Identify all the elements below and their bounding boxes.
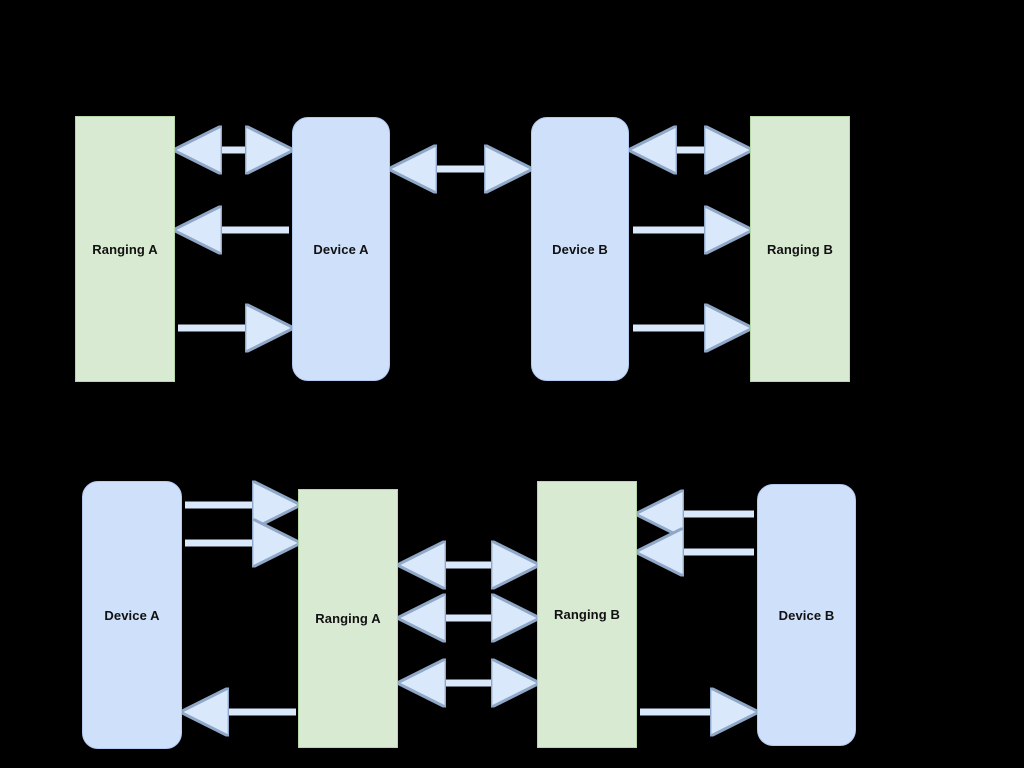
node-label-top-ranging-b: Ranging B (767, 241, 833, 257)
node-top-device-a[interactable]: Device A (292, 117, 390, 381)
node-bot-device-a[interactable]: Device A (82, 481, 182, 749)
node-label-bot-ranging-a: Ranging A (315, 611, 381, 626)
node-top-ranging-a[interactable]: Ranging A (75, 116, 175, 382)
node-top-device-b[interactable]: Device B (531, 117, 629, 381)
node-label-bot-ranging-b: Ranging B (554, 607, 620, 622)
node-label-bot-device-b: Device B (778, 607, 835, 623)
node-bot-device-b[interactable]: Device B (757, 484, 856, 746)
node-label-top-ranging-a: Ranging A (92, 241, 158, 257)
node-label-top-device-a: Device A (313, 241, 369, 257)
node-label-top-device-b: Device B (552, 241, 608, 257)
node-bot-ranging-a[interactable]: Ranging A (298, 489, 398, 748)
node-label-bot-device-a: Device A (104, 607, 160, 623)
node-bot-ranging-b[interactable]: Ranging B (537, 481, 637, 748)
node-top-ranging-b[interactable]: Ranging B (750, 116, 850, 382)
